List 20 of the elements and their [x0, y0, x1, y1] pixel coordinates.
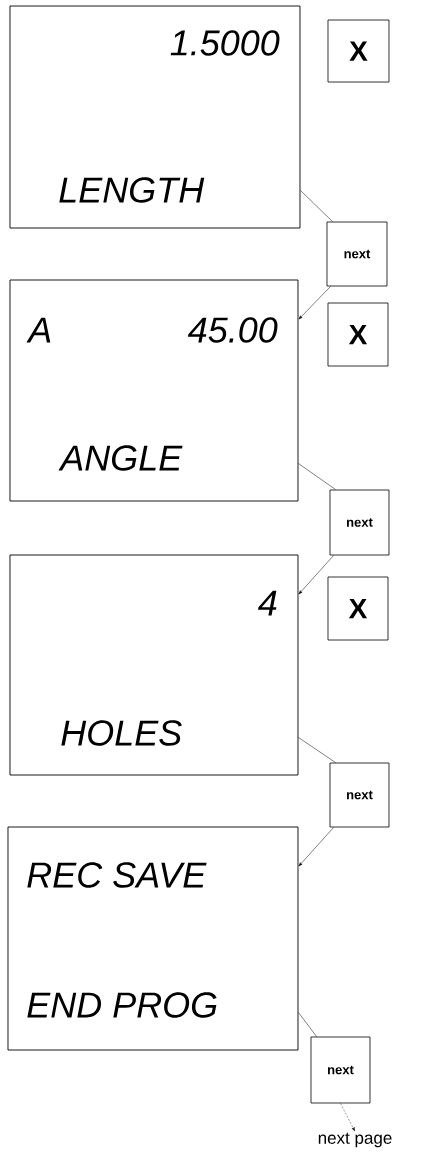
x-key: X — [327, 19, 390, 83]
connector-line — [298, 737, 336, 763]
x-key: X — [327, 302, 389, 367]
arrow — [298, 555, 334, 595]
connector-line — [298, 463, 336, 490]
next-key: next — [326, 221, 388, 287]
display-screen: 4 HOLES — [9, 554, 299, 776]
arrow — [340, 1103, 355, 1132]
connector-line — [298, 1012, 317, 1037]
display-screen: REC SAVE END PROG — [7, 826, 299, 1051]
connector-line — [300, 190, 333, 222]
arrow — [298, 286, 331, 320]
display-screen: 1.5000 LENGTH — [9, 5, 301, 229]
display-screen: A 45.00 ANGLE — [9, 279, 299, 502]
next-key: next — [329, 762, 390, 828]
page-note: next page — [318, 1132, 392, 1148]
next-key: next — [310, 1036, 371, 1104]
x-key: X — [327, 576, 389, 641]
arrow — [298, 827, 334, 867]
next-key: next — [329, 489, 390, 556]
